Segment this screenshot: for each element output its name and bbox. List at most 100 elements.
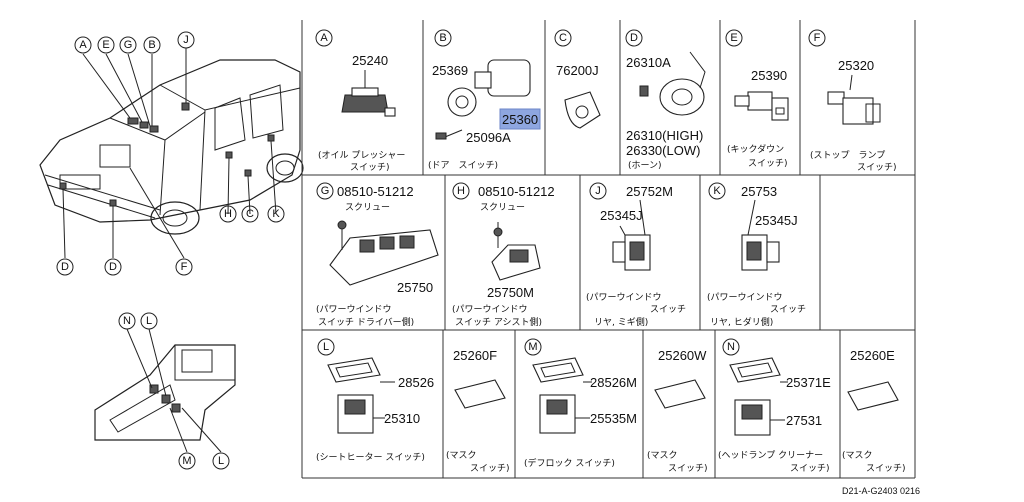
part-25310: 25310 [384, 411, 420, 426]
part-08510-51212-g: 08510-51212 [337, 184, 414, 199]
cell-n-mask-caption-1: (マスク [842, 450, 873, 461]
diagram-reference-code: D21-A-G2403 0216 [842, 486, 920, 496]
part-76200j: 76200J [556, 63, 599, 78]
cell-g-caption-1: (パワーウインドウ [316, 304, 392, 315]
part-25752m: 25752M [626, 184, 673, 199]
marker-l1: L [146, 315, 152, 327]
truck-overview [39, 48, 304, 259]
overview-letter-markers: A E G B J H C K D D F [56, 31, 285, 276]
cell-j: J 25752M 25345J (パワーウインドウ スイッチ リヤ, ミギ側) [586, 182, 686, 328]
cell-j-caption-1: (パワーウインドウ [586, 292, 662, 303]
cell-g-letter: G [321, 185, 330, 197]
marker-k: K [272, 208, 280, 220]
cell-c-letter: C [559, 32, 567, 44]
cell-g: G 08510-51212 スクリュー 25750 (パワーウインドウ スイッチ… [316, 182, 439, 328]
part-25096a: 25096A [466, 130, 511, 145]
cell-l-mask-caption-1: (マスク [446, 450, 477, 461]
cell-f-caption-2: スイッチ) [857, 162, 897, 173]
part-25369: 25369 [432, 63, 468, 78]
cell-c: C 76200J [554, 29, 601, 129]
cell-j-caption-2: スイッチ [650, 304, 686, 315]
cell-f: F 25320 (ストップ ランプ スイッチ) [808, 29, 897, 173]
cell-b: B 25369 25360 25096A (ドア スイッチ) [428, 29, 541, 171]
cell-b-caption: (ドア スイッチ) [428, 160, 498, 171]
marker-n: N [123, 315, 131, 327]
part-28526: 28526 [398, 375, 434, 390]
part-25260f: 25260F [453, 348, 497, 363]
marker-e: E [102, 39, 109, 51]
cell-n-mask-caption-2: スイッチ) [866, 463, 906, 474]
marker-d1: D [61, 261, 69, 273]
cell-m-mask: 25260W (マスク スイッチ) [647, 348, 708, 474]
cell-e: E 25390 (キックダウン スイッチ) [725, 29, 789, 169]
cell-h: H 08510-51212 スクリュー 25750M (パワーウインドウ スイッ… [452, 182, 555, 328]
cell-l-letter: L [323, 341, 329, 353]
cell-e-caption-2: スイッチ) [748, 158, 788, 169]
cell-k-caption-1: (パワーウインドウ [707, 292, 783, 303]
part-26330-low: 26330(LOW) [626, 143, 700, 158]
part-25240: 25240 [352, 53, 388, 68]
part-25320: 25320 [838, 58, 874, 73]
cell-m-letter: M [528, 341, 537, 353]
highlight-25360 [499, 108, 541, 130]
marker-d2: D [109, 261, 117, 273]
cell-a-letter: A [320, 32, 328, 44]
part-25750: 25750 [397, 280, 433, 295]
marker-f: F [181, 261, 188, 273]
cell-f-caption-1: (ストップ ランプ [810, 150, 885, 161]
marker-m: M [182, 455, 191, 467]
cell-m-mask-caption-1: (マスク [647, 450, 678, 461]
part-25260e: 25260E [850, 348, 895, 363]
console-overview: N L M L [94, 312, 236, 470]
part-26310a: 26310A [626, 55, 671, 70]
cell-k-letter: K [713, 185, 721, 197]
cell-n-caption-1: (ヘッドランプ クリーナー [718, 450, 823, 461]
part-25360: 25360 [502, 112, 538, 127]
part-25750m: 25750M [487, 285, 534, 300]
cell-e-caption-1: (キックダウン [727, 143, 784, 155]
marker-a: A [79, 39, 87, 51]
cell-n-caption-2: スイッチ) [790, 463, 830, 474]
part-25753: 25753 [741, 184, 777, 199]
cell-e-letter: E [730, 32, 737, 44]
cell-k-caption-3: リヤ, ヒダリ側) [710, 316, 773, 328]
cell-g-caption-2: スイッチ ドライバー側) [318, 316, 414, 328]
cell-j-letter: J [595, 185, 601, 197]
part-25371e: 25371E [786, 375, 831, 390]
part-26310-high: 26310(HIGH) [626, 128, 703, 143]
cell-m: M 28526M 25535M (デフロック スイッチ) [524, 338, 637, 469]
part-28526m: 28526M [590, 375, 637, 390]
part-25390: 25390 [751, 68, 787, 83]
cell-h-caption-1: (パワーウインドウ [452, 304, 528, 315]
screw-label-h: スクリュー [480, 202, 525, 213]
cell-d-letter: D [630, 32, 638, 44]
screw-label-g: スクリュー [345, 202, 390, 213]
cell-d-caption: (ホーン) [628, 160, 662, 171]
cell-n-mask: 25260E (マスク スイッチ) [842, 348, 906, 474]
cell-k: K 25753 25345J (パワーウインドウ スイッチ リヤ, ヒダリ側) [707, 182, 806, 328]
marker-l2: L [218, 455, 224, 467]
part-25535m: 25535M [590, 411, 637, 426]
marker-j: J [183, 34, 189, 46]
cell-l: L 28526 25310 (シートヒーター スイッチ) [316, 338, 434, 463]
cell-b-letter: B [439, 32, 446, 44]
part-08510-51212-h: 08510-51212 [478, 184, 555, 199]
cell-n-letter: N [727, 341, 735, 353]
part-25345j-j: 25345J [600, 208, 643, 223]
cell-h-caption-2: スイッチ アシスト側) [455, 316, 542, 328]
part-25260w: 25260W [658, 348, 707, 363]
parts-grid [301, 20, 916, 479]
marker-c: C [246, 208, 254, 220]
marker-h: H [224, 208, 232, 220]
cell-k-caption-2: スイッチ [770, 304, 806, 315]
cell-d: D 26310A 26310(HIGH) 26330(LOW) (ホーン) [625, 29, 706, 171]
part-25345j-k: 25345J [755, 213, 798, 228]
cell-l-caption: (シートヒーター スイッチ) [316, 452, 425, 463]
cell-a-caption-1: (オイル プレッシャー [318, 150, 405, 161]
marker-b: B [148, 39, 155, 51]
cell-a: A 25240 (オイル プレッシャー スイッチ) [315, 29, 405, 173]
part-27531: 27531 [786, 413, 822, 428]
cell-n: N 25371E 27531 (ヘッドランプ クリーナー スイッチ) [718, 338, 831, 474]
cell-j-caption-3: リヤ, ミギ側) [594, 316, 648, 328]
